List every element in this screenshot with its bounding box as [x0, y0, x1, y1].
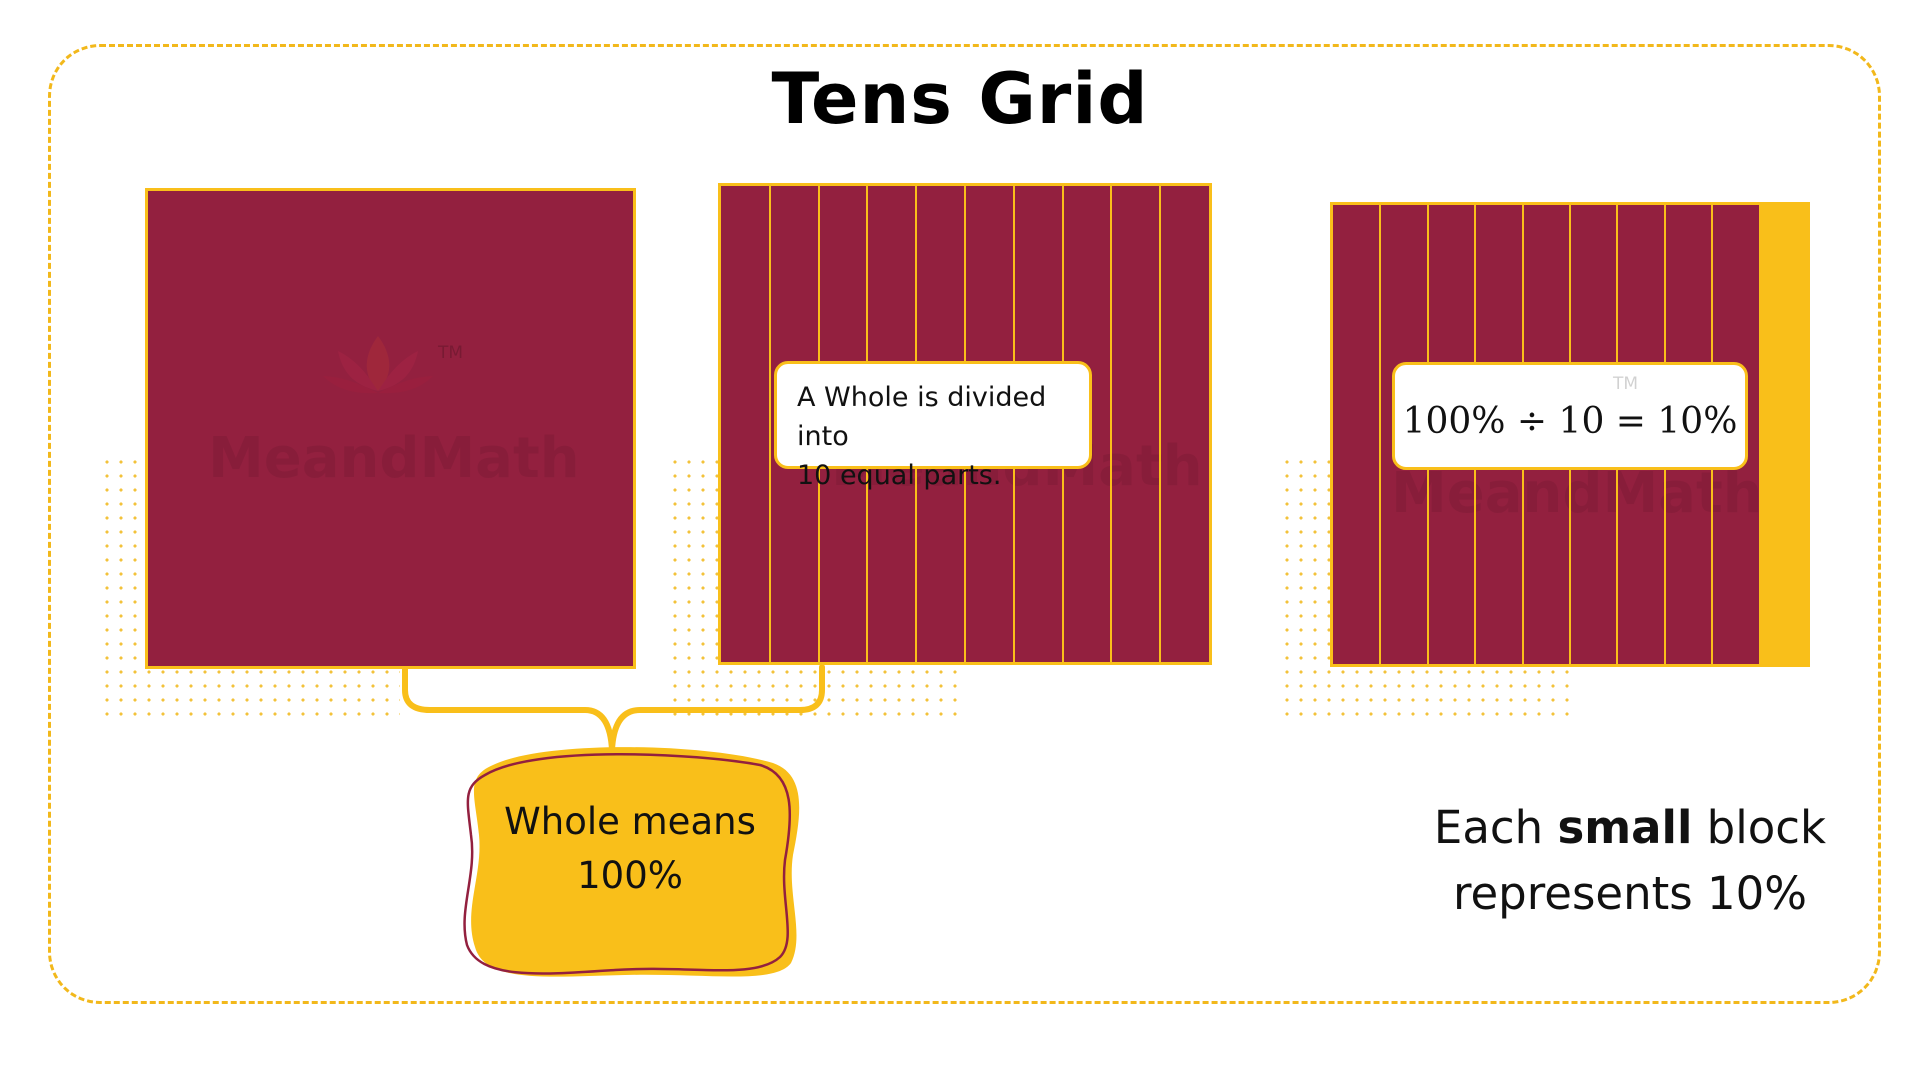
caption-line-1: Each small block [1410, 795, 1850, 861]
caption-part-2: block [1692, 801, 1827, 854]
caption-line-2: represents 10% [1452, 867, 1808, 920]
caption: Each small block represents 10% [1410, 795, 1850, 927]
callout-equation: 100% ÷ 10 = 10% TM [1392, 362, 1748, 470]
whole-grid: MeandMath TM [145, 188, 636, 669]
lotus-logo-icon [323, 336, 433, 394]
callout-line-2: 10 equal parts. [797, 460, 1002, 491]
grid-divider [1379, 205, 1382, 664]
bubble-shape [463, 747, 800, 977]
watermark: MeandMath [1391, 461, 1763, 526]
trademark-mark: TM [438, 343, 464, 363]
caption-part-1: Each [1433, 801, 1558, 854]
bubble-line-2: 100% [577, 854, 683, 897]
page-title: Tens Grid [771, 58, 1149, 140]
grid-divider [1110, 186, 1113, 662]
watermark: MeandMath [208, 426, 580, 491]
bubble-text: Whole means 100% [470, 795, 790, 903]
caption-bold-word: small [1557, 801, 1693, 854]
trademark-mark: TM [1613, 374, 1639, 394]
highlighted-column [1759, 205, 1807, 664]
bubble-line-1: Whole means [504, 800, 756, 843]
callout-line-1: A Whole is divided into [797, 382, 1047, 452]
dashed-frame [48, 44, 1881, 1004]
equation-text: 100% ÷ 10 = 10% [1402, 401, 1738, 442]
grid-divider [768, 186, 771, 662]
callout-divided-note: A Whole is divided into 10 equal parts. [774, 361, 1092, 491]
grid-divider [1159, 186, 1162, 662]
